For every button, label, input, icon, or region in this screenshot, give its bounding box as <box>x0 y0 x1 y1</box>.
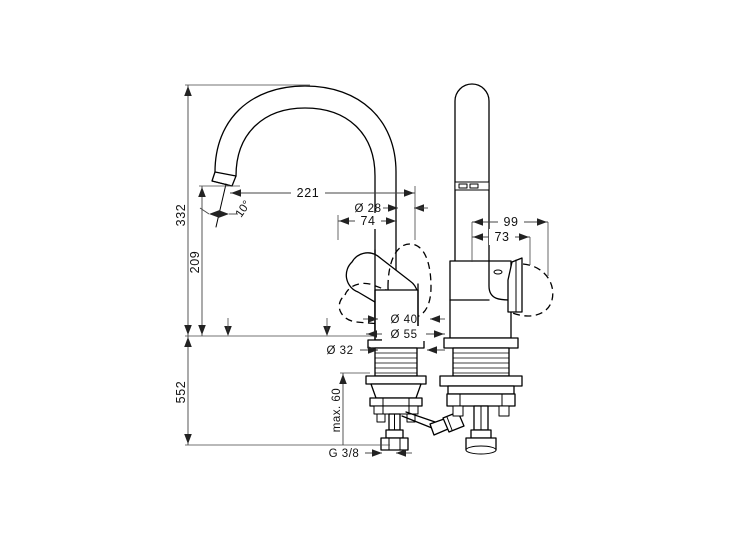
front-threaded-shank <box>452 347 510 377</box>
arrow-10deg-left <box>209 210 219 218</box>
front-g38-connector <box>470 429 492 439</box>
dim-label-221: 221 <box>297 186 320 200</box>
arrow-d32-right <box>427 346 437 354</box>
front-deck-washer <box>439 375 523 387</box>
spout-tip-edge <box>211 180 233 187</box>
arrow-552-top <box>184 337 192 347</box>
front-shank-thread-hatch <box>453 352 509 374</box>
dim-label-221-bg <box>291 185 325 201</box>
front-g38-end <box>465 445 497 455</box>
arrow-d40-left <box>368 315 378 323</box>
front-stud-right <box>498 405 510 417</box>
dim-label-d55: Ø 55 <box>391 329 418 341</box>
spout-outer-arc <box>214 85 397 333</box>
g38-connector-vertical <box>385 429 404 439</box>
arrow-99-left <box>473 218 483 226</box>
mounting-nut-top <box>369 397 423 407</box>
arrow-73-right <box>519 233 529 241</box>
arrow-332-top <box>184 86 192 96</box>
dim-label-d40: Ø 40 <box>391 314 418 326</box>
arrow-209-bottom <box>198 325 206 335</box>
dim-label-99-bg <box>498 214 524 230</box>
dim-label-552: 552 <box>174 381 188 404</box>
arrow-332-bottom <box>184 325 192 335</box>
dimension-group: 332 209 552 221 10° <box>174 84 549 460</box>
arrow-d55-right <box>434 330 444 338</box>
spout-inner-arc <box>235 107 376 333</box>
dim-label-10deg: 10° <box>234 199 254 220</box>
angled-supply-hose <box>401 411 465 436</box>
arrow-209-top <box>198 187 206 197</box>
front-body-outline <box>454 83 490 187</box>
nut-stud-left <box>376 413 386 423</box>
front-stud-left <box>452 405 464 417</box>
dim-label-332: 332 <box>174 204 188 227</box>
arrow-73-left <box>473 233 483 241</box>
handle-alt-upper <box>387 243 432 319</box>
arrow-deck-marker-1 <box>224 326 232 336</box>
base-flange <box>367 339 425 349</box>
front-mounting-nut <box>446 393 516 407</box>
handle-alt-lower <box>338 282 413 326</box>
dim-label-73-bg <box>489 229 515 245</box>
dim-label-max60: max. 60 <box>331 388 343 432</box>
dim-label-74: 74 <box>360 214 375 228</box>
arrow-d55-left <box>367 330 377 338</box>
arrow-99-right <box>537 218 547 226</box>
threaded-shank <box>374 347 418 377</box>
dim-label-209: 209 <box>188 251 202 274</box>
dim-label-g38: G 3/8 <box>329 448 360 460</box>
dim-label-d28: Ø 28 <box>355 203 382 215</box>
dim-label-d32: Ø 32 <box>327 345 354 357</box>
arrow-d40-right <box>430 315 440 323</box>
dim-label-74-bg <box>355 213 381 229</box>
arrow-g38-right <box>396 449 406 457</box>
spout-angle-line <box>215 183 227 228</box>
aerator-seg-1 <box>458 183 468 189</box>
arrow-10deg-right <box>219 210 229 218</box>
g38-nut-vertical <box>380 437 409 451</box>
arrow-deck-marker-2 <box>323 326 331 336</box>
front-handle <box>507 257 523 313</box>
arrow-max60-top <box>339 374 347 384</box>
front-handle-alt <box>509 263 554 317</box>
shank-thread-hatch <box>375 352 417 374</box>
arrow-g38-left <box>372 449 382 457</box>
front-view-group <box>439 83 554 455</box>
dim-label-d55-bg <box>382 326 426 341</box>
arrow-221-left <box>231 189 241 197</box>
deck-cone <box>370 383 422 399</box>
dim-line-10deg <box>199 207 210 215</box>
dim-label-99: 99 <box>503 215 518 229</box>
front-handle-pin <box>493 269 503 275</box>
arrow-74-left <box>339 217 349 225</box>
aerator-seg-2 <box>469 183 479 189</box>
arrow-552-bottom <box>184 434 192 444</box>
arrow-221-right <box>404 189 414 197</box>
front-gasket <box>447 385 515 395</box>
front-base-flange <box>443 337 519 349</box>
mounting-nut-lower <box>373 405 419 415</box>
dim-label-73: 73 <box>494 230 509 244</box>
arrow-d28-right <box>388 204 398 212</box>
deck-washer <box>365 375 427 385</box>
arrow-74-right <box>386 217 396 225</box>
arrow-d32-left <box>368 346 378 354</box>
